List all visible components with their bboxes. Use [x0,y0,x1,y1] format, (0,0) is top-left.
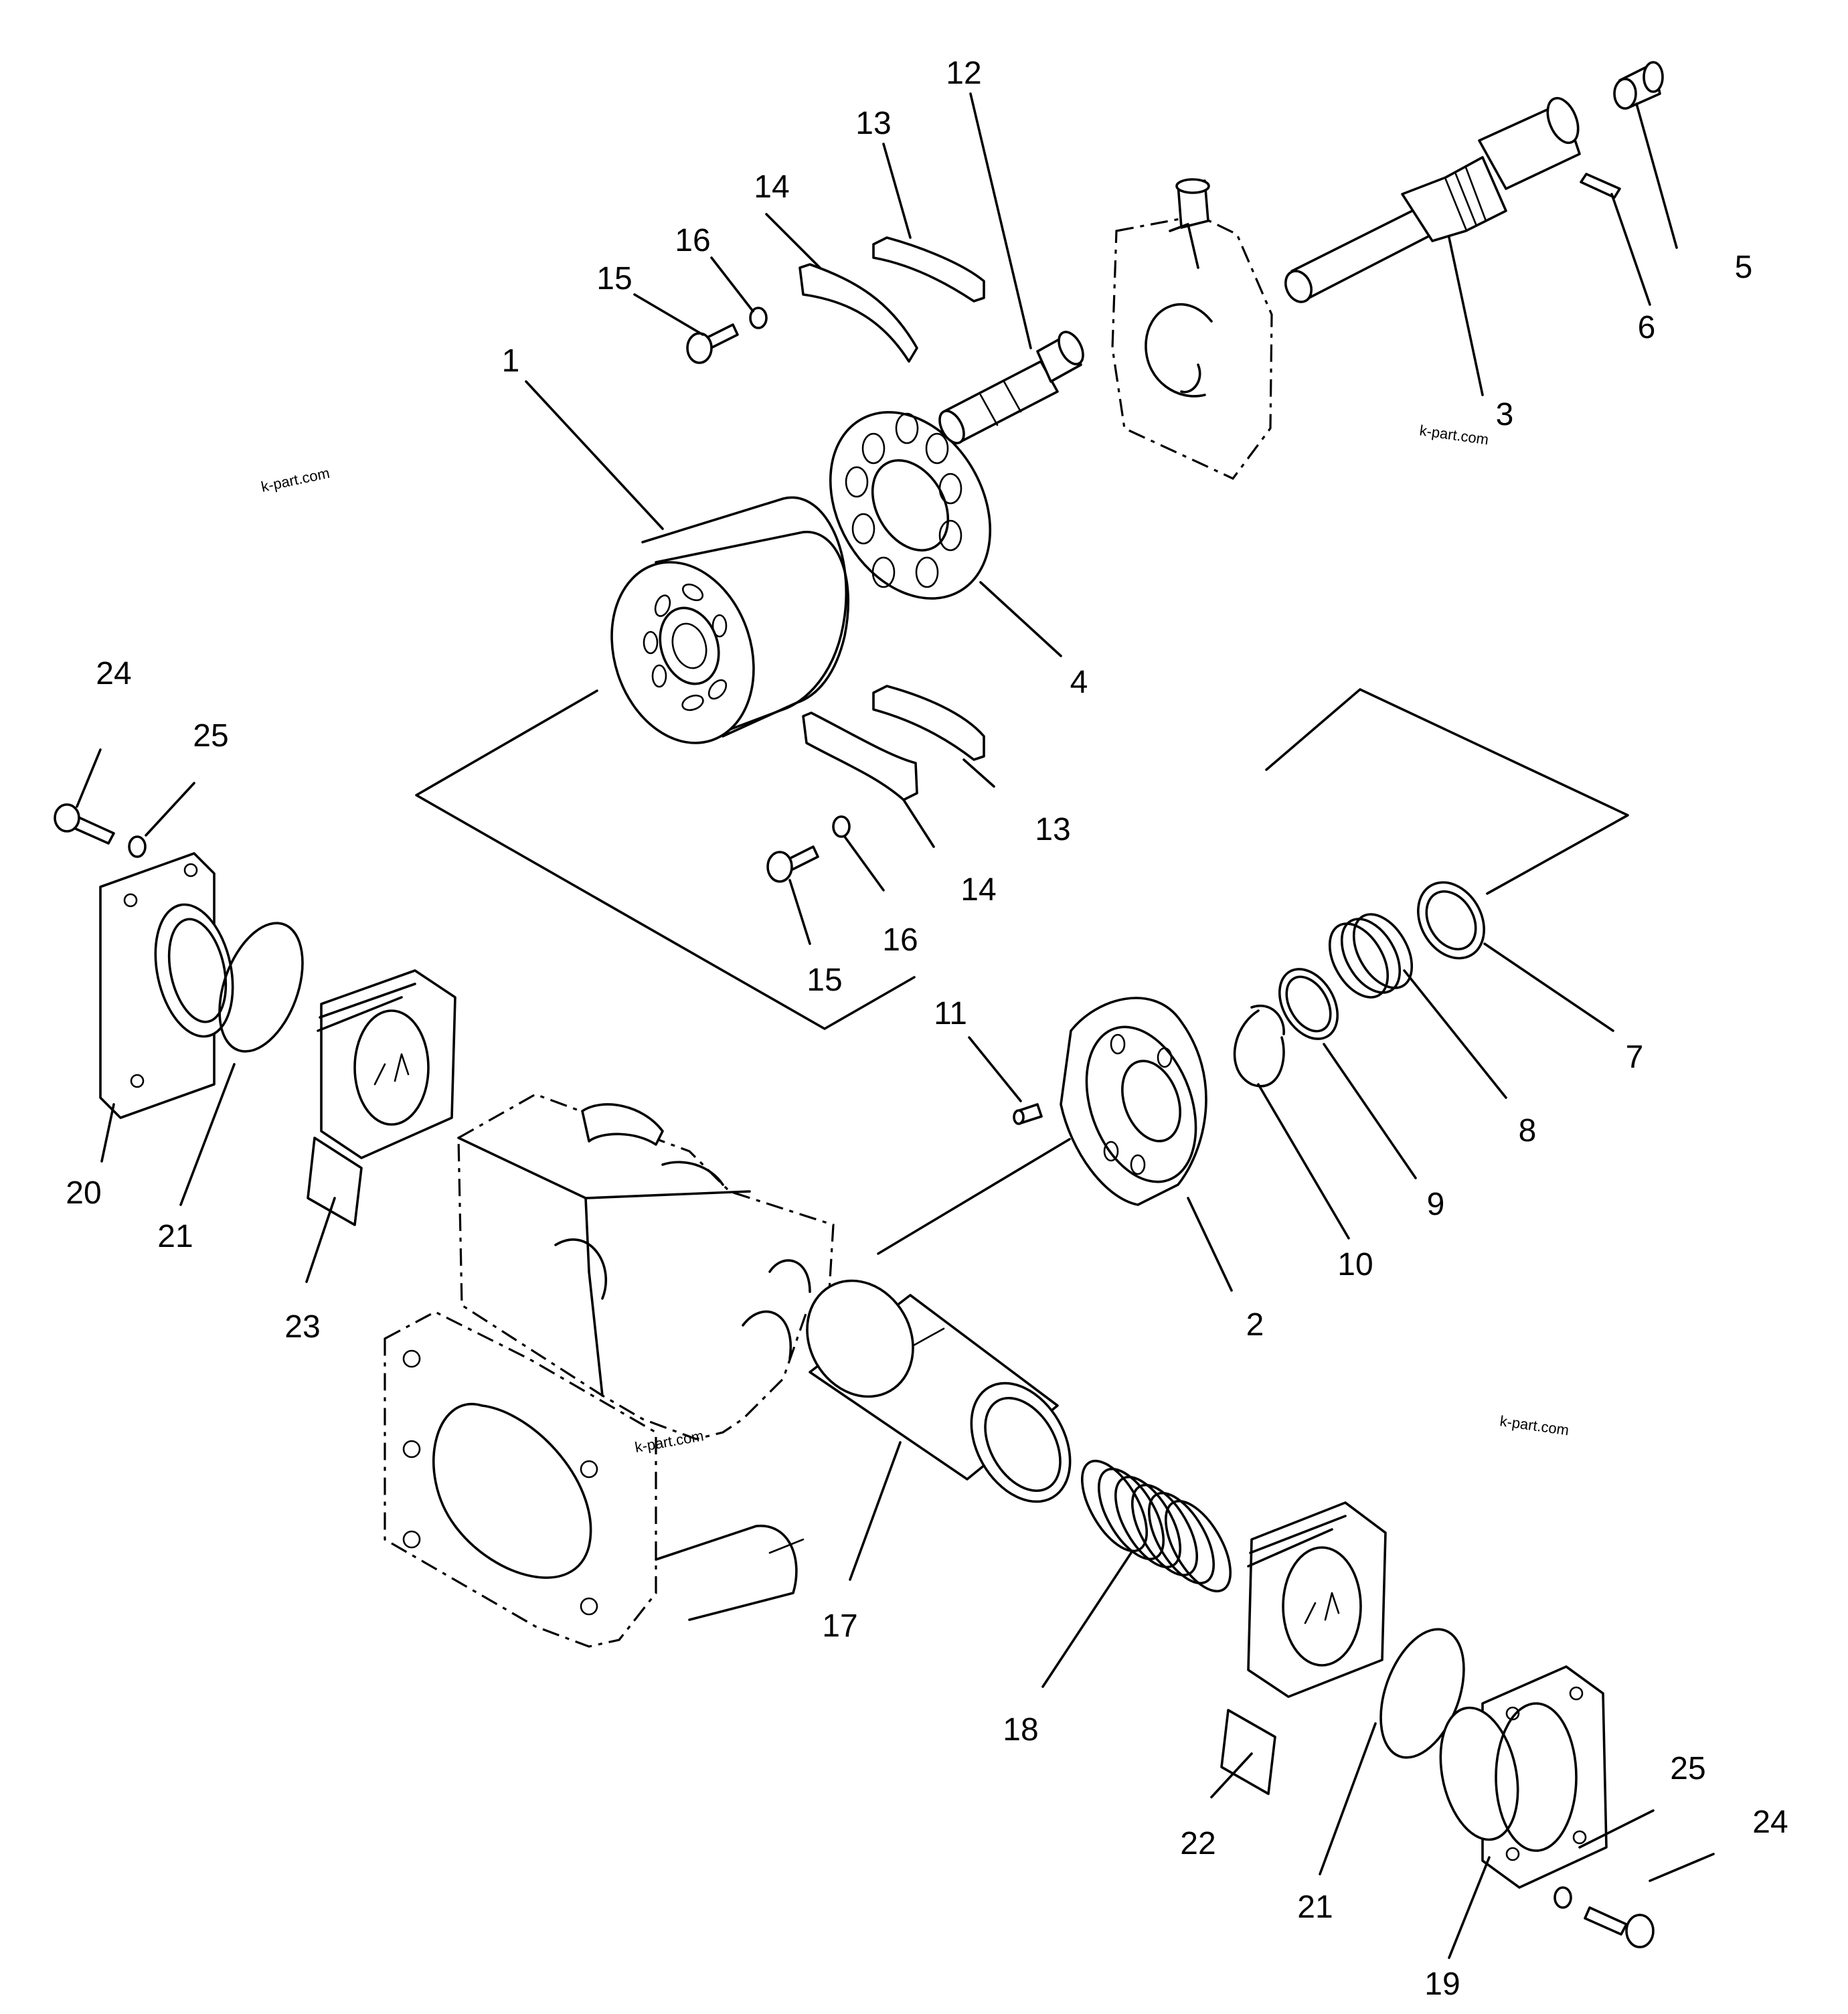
collar-part-5 [1613,61,1664,110]
washer-part-16-lower [832,815,851,838]
callout-8: 8 [1519,1113,1537,1149]
pump-housing [384,1093,835,1648]
watermark-3: k-part.com [634,1427,705,1456]
callout-4: 4 [1070,665,1088,700]
callout-labels: 1 2 3 4 5 6 7 8 9 10 11 12 13 13 14 14 1… [66,56,1788,2002]
callout-16b: 16 [882,922,918,958]
watermark-2: k-part.com [1418,422,1489,448]
callout-2: 2 [1246,1307,1264,1343]
callout-25b: 25 [1670,1751,1705,1786]
callout-17: 17 [822,1608,857,1644]
spring-part-8 [1328,913,1414,999]
callout-24a: 24 [96,656,131,691]
spring-part-18 [1080,1459,1232,1593]
bolt-part-15-lower [766,845,819,883]
callout-7: 7 [1626,1039,1644,1075]
callout-9: 9 [1427,1187,1445,1222]
cover-part-19 [1439,1665,1608,1889]
watermark-4: k-part.com [1499,1412,1570,1438]
callout-10: 10 [1337,1247,1373,1282]
callout-1: 1 [502,343,520,379]
ring-part-9 [1278,968,1339,1040]
o-ring-part-21-left [218,922,304,1053]
callout-11: 11 [934,996,967,1031]
drive-shaft-part-3 [1284,96,1581,303]
bolt-part-24-right [1584,1906,1655,1948]
pin-part-11 [1013,1103,1043,1125]
shoe-plate-part-14-lower [802,711,918,801]
valve-plate-part-4 [829,411,992,600]
spool-part-12 [938,331,1084,444]
cylinder-block-part-1 [610,496,850,744]
snap-ring-part-10 [1233,1005,1285,1088]
key-pin-part-6 [1580,173,1621,199]
callout-15b: 15 [807,962,842,998]
callout-14a: 14 [754,169,789,205]
washer-part-16-upper [749,307,768,329]
callout-6: 6 [1638,310,1656,345]
callout-20: 20 [66,1175,101,1211]
callout-22: 22 [1180,1826,1215,1861]
washer-part-25-right [1553,1886,1572,1909]
piston-sleeve-part-17 [806,1279,1072,1503]
callout-15a: 15 [596,261,632,297]
callout-21b: 21 [1297,1890,1333,1925]
leader-lines [76,92,1715,1959]
callout-12: 12 [946,56,981,91]
callout-3: 3 [1496,397,1514,432]
group-bracket-upper [415,689,916,1030]
retainer-part-13-upper [872,236,985,303]
group-bracket-right [877,688,1629,1255]
callout-18: 18 [1003,1712,1038,1748]
washer-part-25-left [128,835,147,858]
callout-13b: 13 [1035,812,1070,847]
ring-part-7 [1417,881,1485,960]
gasket-part-23 [307,969,456,1226]
callout-16a: 16 [675,223,710,258]
callout-13a: 13 [855,106,891,141]
shoe-plate-part-14-upper [799,263,918,363]
o-ring-part-21-right [1379,1628,1465,1759]
bolt-part-24-left [54,803,115,845]
retainer-part-13-lower [872,685,985,761]
callout-5: 5 [1735,250,1753,285]
callout-24b: 24 [1752,1805,1788,1840]
gasket-part-22 [1220,1501,1387,1795]
callout-21a: 21 [157,1219,193,1254]
watermark-1: k-part.com [260,465,331,495]
callout-23: 23 [284,1309,320,1345]
callout-19: 19 [1424,1966,1460,2002]
callout-14b: 14 [960,872,996,908]
port-plate-part-2 [1060,997,1207,1206]
callout-25a: 25 [193,718,228,754]
swash-bracket-plate [1111,178,1273,481]
